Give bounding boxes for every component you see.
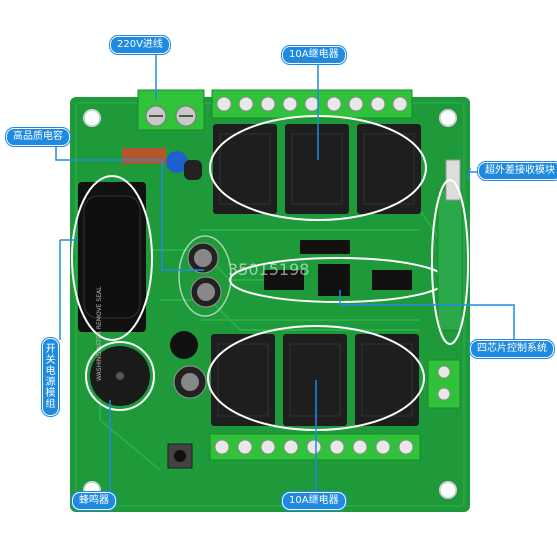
capacitor-highlight (178, 235, 232, 317)
buzzer-highlight (85, 341, 155, 411)
blue-varistor (166, 151, 188, 173)
label-power-input: 220V进线 (110, 36, 170, 54)
watermark-text: 35015198 (228, 260, 309, 279)
relays-bottom (211, 334, 419, 426)
buzzer (90, 346, 150, 406)
callout-lines (55, 48, 540, 494)
power-module (78, 182, 146, 332)
capacitors (170, 242, 222, 399)
buzzer-silkscreen: WASHING AFTER REMOVE SEAL (96, 286, 103, 381)
label-receiver: 超外差接收模块 (478, 162, 557, 180)
ant-silkscreen: GND ANT (471, 352, 481, 394)
relays-top (213, 124, 421, 214)
relay-terminal-strip-bottom (209, 433, 421, 461)
push-button-cap (174, 450, 186, 462)
control-chips (264, 240, 412, 296)
black-component (184, 160, 202, 180)
label-relay-top: 10A继电器 (282, 46, 346, 64)
label-relay-bottom: 10A继电器 (282, 492, 346, 510)
label-capacitor: 高品质电容 (6, 128, 70, 146)
resistor (122, 148, 166, 164)
ant-screw-1 (437, 365, 451, 379)
power-terminal-block (137, 89, 205, 131)
receiver-highlight (431, 179, 469, 345)
ant-screw-2 (437, 387, 451, 401)
label-power-module: 开关电源模组 (42, 338, 59, 416)
relay-terminal-strip-top (211, 89, 413, 119)
label-control-system: 四芯片控制系统 (470, 340, 554, 358)
label-buzzer: 蜂鸣器 (72, 492, 116, 510)
receiver-module (437, 159, 463, 331)
power-module-highlight (71, 175, 153, 341)
